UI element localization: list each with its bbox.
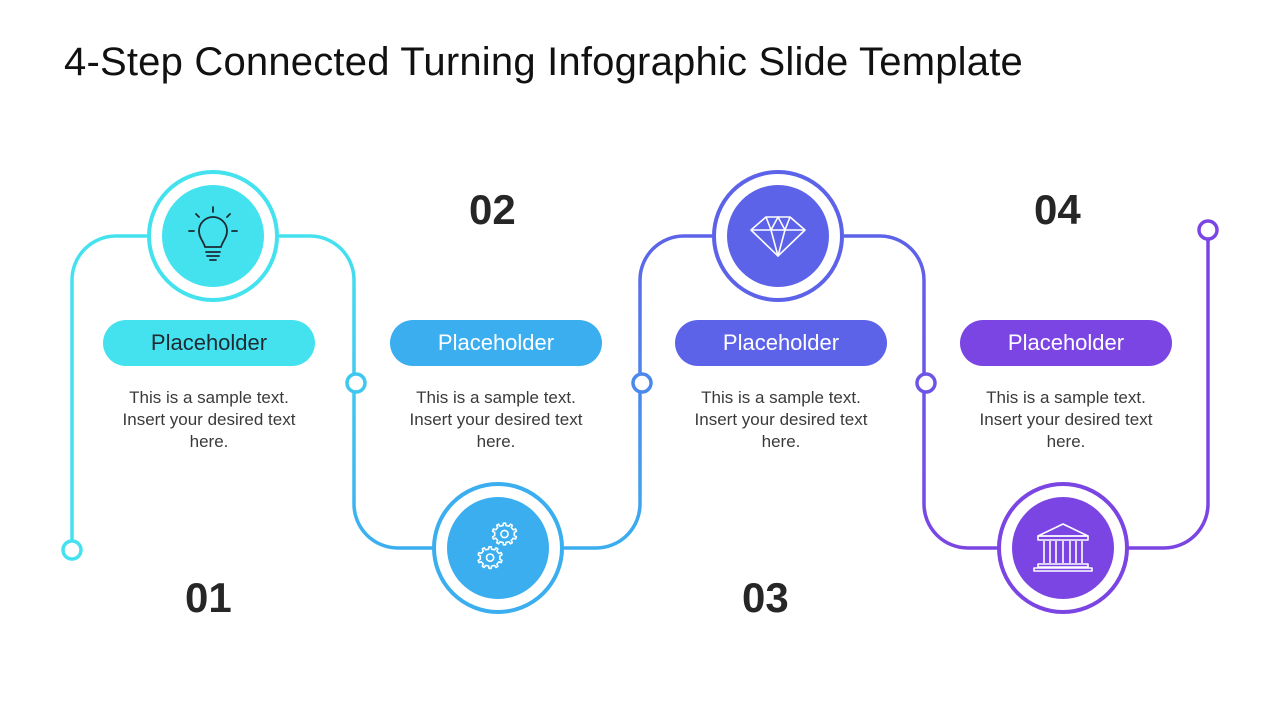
connector-node-dot-3 xyxy=(915,372,937,394)
lightbulb-icon xyxy=(188,206,238,261)
step-2-number: 02 xyxy=(469,186,516,233)
bank-icon xyxy=(1033,523,1093,572)
description-line: This is a sample text. xyxy=(416,388,576,407)
step-2-label-pill: Placeholder xyxy=(390,320,602,366)
step-4-number: 04 xyxy=(1034,186,1081,233)
step-4-label-pill: Placeholder xyxy=(960,320,1172,366)
connector-end xyxy=(1128,240,1210,550)
step-1-number: 01 xyxy=(185,574,232,621)
start-node-dot xyxy=(61,539,83,561)
page-title: 4-Step Connected Turning Infographic Sli… xyxy=(64,40,1023,84)
step-3-label-pill: Placeholder xyxy=(675,320,887,366)
description-line: Insert your desired text xyxy=(409,410,583,429)
connector-node-dot-1 xyxy=(345,372,367,394)
description-line: This is a sample text. xyxy=(129,388,289,407)
description-line: Insert your desired text xyxy=(694,410,868,429)
gears-icon xyxy=(477,522,518,570)
description-line: here. xyxy=(476,432,516,451)
description-line: here. xyxy=(1046,432,1086,451)
step-2-circle xyxy=(432,482,564,614)
end-node-dot xyxy=(1197,219,1219,241)
step-3-circle xyxy=(712,170,844,302)
description-line: here. xyxy=(189,432,229,451)
step-1-label-pill: Placeholder xyxy=(103,320,315,366)
description-line: here. xyxy=(761,432,801,451)
description-line: This is a sample text. xyxy=(701,388,861,407)
step-3-description: This is a sample text. Insert your desir… xyxy=(661,387,901,453)
step-4-description: This is a sample text. Insert your desir… xyxy=(946,387,1186,453)
step-1-description: This is a sample text. Insert your desir… xyxy=(89,387,329,453)
connector-node-dot-2 xyxy=(631,372,653,394)
description-line: This is a sample text. xyxy=(986,388,1146,407)
step-4-circle xyxy=(997,482,1129,614)
step-2-description: This is a sample text. Insert your desir… xyxy=(376,387,616,453)
step-1-circle xyxy=(147,170,279,302)
description-line: Insert your desired text xyxy=(979,410,1153,429)
step-3-number: 03 xyxy=(742,574,789,621)
connector-start xyxy=(70,234,148,540)
description-line: Insert your desired text xyxy=(122,410,296,429)
diamond-icon xyxy=(750,216,806,257)
